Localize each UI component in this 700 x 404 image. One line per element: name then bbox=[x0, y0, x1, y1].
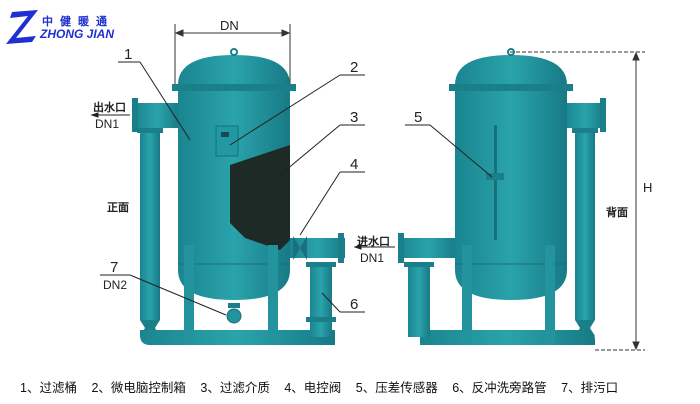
control-box bbox=[215, 125, 239, 157]
h-dimension bbox=[510, 51, 645, 351]
callout-6: 6 bbox=[350, 296, 359, 313]
outlet-size: DN1 bbox=[95, 117, 120, 131]
h-label: H bbox=[643, 180, 653, 195]
legend-item: 3、过滤介质 bbox=[200, 381, 270, 395]
callout-5: 5 bbox=[414, 109, 423, 126]
callout-1: 1 bbox=[124, 46, 133, 63]
front-filter-unit bbox=[132, 48, 345, 345]
front-view-label: 正面 bbox=[107, 202, 129, 214]
drain-valve bbox=[226, 308, 242, 324]
logo-icon bbox=[6, 10, 38, 44]
legend-item: 6、反冲洗旁路管 bbox=[452, 381, 547, 395]
back-view-label: 背面 bbox=[606, 207, 628, 219]
parts-legend: 1、过滤桶 2、微电脑控制箱 3、过滤介质 4、电控阀 5、压差传感器 6、反冲… bbox=[20, 377, 627, 396]
legend-item: 2、微电脑控制箱 bbox=[91, 381, 186, 395]
callout-leaders bbox=[90, 61, 493, 316]
dn-label: DN bbox=[220, 18, 239, 33]
outlet-label: 出水口 bbox=[93, 102, 126, 114]
logo-english: ZHONG JIAN bbox=[40, 27, 115, 41]
inlet-size: DN1 bbox=[360, 251, 385, 265]
legend-item: 5、压差传感器 bbox=[355, 381, 438, 395]
callout-4: 4 bbox=[350, 156, 359, 173]
filter-media bbox=[230, 145, 290, 250]
callout-2: 2 bbox=[350, 59, 359, 76]
inlet-label: 进水口 bbox=[357, 236, 390, 248]
callout-3: 3 bbox=[350, 109, 359, 126]
legend-item: 4、电控阀 bbox=[284, 381, 342, 395]
back-filter-unit bbox=[398, 48, 606, 345]
pressure-sensor bbox=[494, 125, 497, 240]
logo-chinese: 中健暖通 bbox=[42, 16, 114, 28]
callout-7: 7 bbox=[110, 259, 119, 276]
legend-item: 7、排污口 bbox=[561, 381, 619, 395]
legend-item: 1、过滤桶 bbox=[20, 381, 77, 395]
drain-size: DN2 bbox=[103, 278, 128, 292]
dn-dimension bbox=[174, 24, 291, 88]
